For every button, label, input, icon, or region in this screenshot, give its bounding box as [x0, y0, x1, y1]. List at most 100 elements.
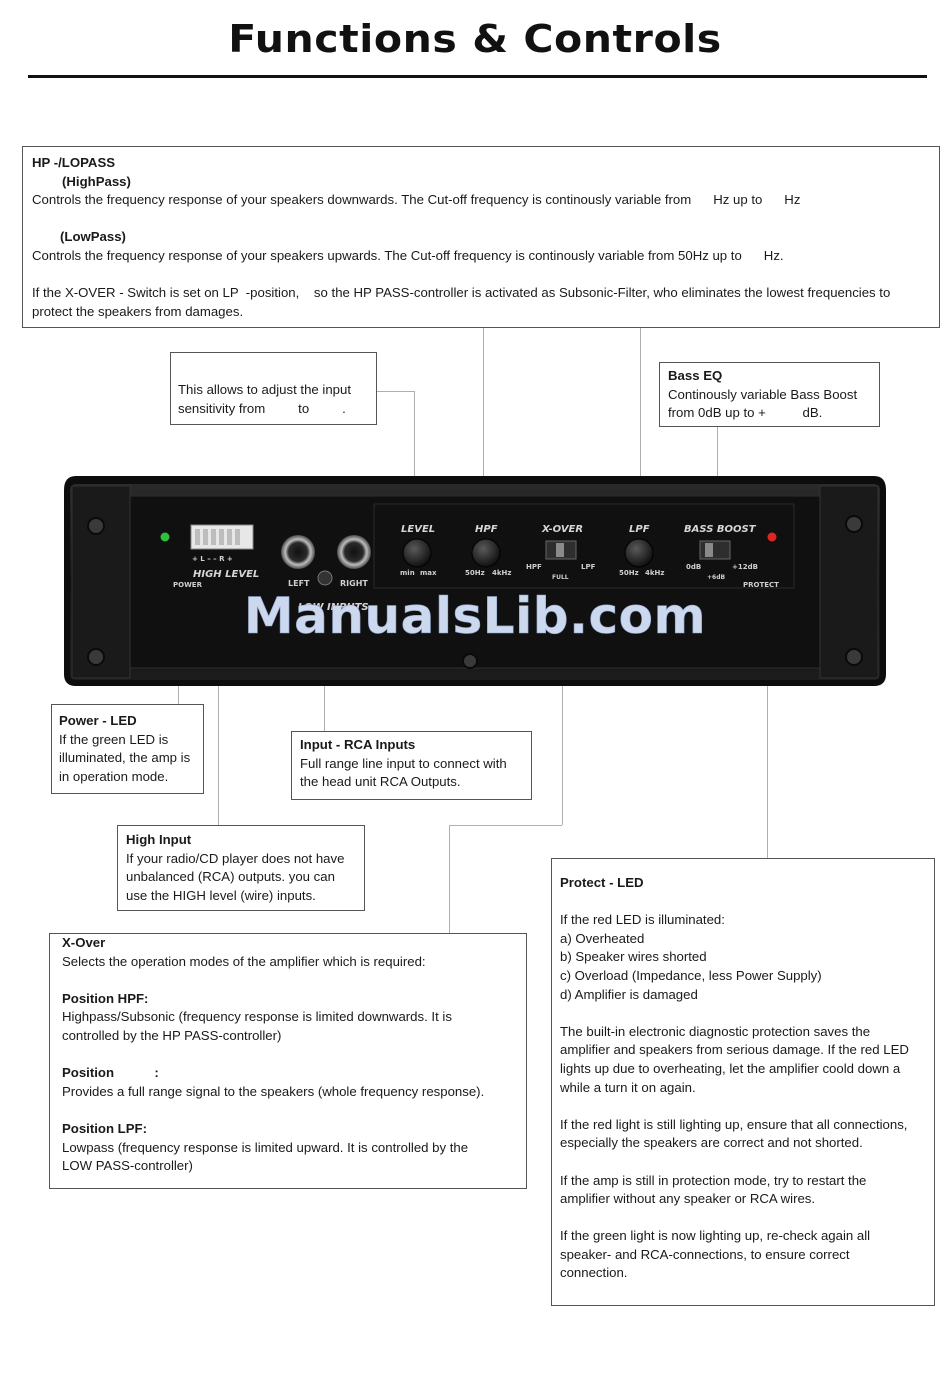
hpf-knob — [471, 538, 501, 568]
rca-left-jack — [281, 535, 315, 569]
level-box: This allows to adjust the input sensitiv… — [170, 352, 377, 425]
xover-full-heading: Position : — [62, 1065, 159, 1081]
leader-line — [324, 645, 325, 731]
screw-icon — [87, 517, 105, 535]
power-led-box: Power - LED If the green LED is illumina… — [51, 704, 204, 794]
protect-p1-line: while a turn it on again. — [560, 1079, 696, 1095]
rca-inputs-box: Input - RCA Inputs Full range line input… — [291, 731, 532, 800]
high-level-label: HIGH LEVEL — [193, 569, 259, 580]
amplifier-front-panel: POWER + L – – R + HIGH LEVEL LEFT RIGHT … — [64, 476, 886, 686]
level-line: sensitivity from to . — [178, 400, 346, 416]
xover-hpf-line: controlled by the HP PASS-controller) — [62, 1027, 282, 1043]
power-label: POWER — [173, 581, 203, 589]
protect-cause: a) Overheated — [560, 930, 645, 946]
bass-eq-heading: Bass EQ — [668, 368, 723, 383]
power-led-line: in operation mode. — [59, 768, 169, 784]
xover-lpf: LPF — [581, 563, 596, 571]
bass-eq-line: Continously variable Bass Boost — [668, 386, 858, 402]
leader-line — [218, 570, 219, 825]
xover-note-cont: protect the speakers from damages. — [32, 303, 244, 319]
protect-led-box: Protect - LED If the red LED is illumina… — [551, 858, 935, 1306]
protect-heading: Protect - LED — [560, 875, 644, 890]
bass-boost-label: BASS BOOST — [684, 524, 757, 535]
leader-line — [483, 328, 484, 518]
highpass-text: Controls the frequency response of your … — [32, 192, 801, 208]
rca-line: Full range line input to connect with — [300, 755, 507, 771]
rca-heading: Input - RCA Inputs — [300, 737, 416, 752]
screw-icon — [87, 648, 105, 666]
hpf-low: 50Hz — [465, 569, 485, 577]
lpf-high: 4kHz — [645, 569, 664, 577]
high-level-terms: + L – – R + — [192, 555, 233, 563]
leader-line — [640, 328, 641, 518]
high-input-box: High Input If your radio/CD player does … — [117, 825, 365, 911]
high-input-line: unbalanced (RCA) outputs. you can — [126, 869, 335, 885]
lowpass-heading: (LowPass) — [60, 229, 126, 245]
protect-p1-line: The built-in electronic diagnostic prote… — [560, 1023, 871, 1039]
power-led-line: illuminated, the amp is — [59, 750, 191, 766]
protect-p3-line: amplifier without any speaker or RCA wir… — [560, 1191, 816, 1207]
leader-line — [717, 426, 718, 516]
protect-label: PROTECT — [743, 581, 779, 589]
xover-box: X-Over Selects the operation modes of th… — [49, 933, 527, 1189]
level-label: LEVEL — [401, 524, 435, 535]
high-input-line: If your radio/CD player does not have — [126, 850, 345, 866]
bass-boost-0db: 0dB — [686, 563, 701, 571]
screw-icon — [845, 515, 863, 533]
xover-lpf-line: LOW PASS-controller) — [62, 1158, 193, 1174]
xover-note: If the X-OVER - Switch is set on LP -pos… — [32, 285, 891, 301]
screw-icon — [462, 653, 478, 669]
bass-boost-switch — [699, 540, 731, 560]
xover-heading: X-Over — [62, 935, 106, 950]
protect-p4-line: If the green light is now lighting up, r… — [560, 1228, 871, 1244]
power-led-line: If the green LED is — [59, 731, 169, 747]
protect-led — [767, 532, 777, 542]
bass-eq-box: Bass EQ Continously variable Bass Boost … — [659, 362, 880, 427]
protect-p4-line: connection. — [560, 1265, 628, 1281]
title-rule — [28, 75, 927, 78]
screw-icon — [845, 648, 863, 666]
watermark: ManualsLib.com — [243, 587, 707, 645]
rca-left-label: LEFT — [288, 579, 310, 588]
xover-hpf-heading: Position HPF: — [62, 990, 149, 1006]
bass-boost-6db: +6dB — [707, 574, 725, 581]
protect-cause: d) Amplifier is damaged — [560, 986, 698, 1002]
leader-line — [449, 825, 562, 826]
bass-boost-12db: +12dB — [732, 563, 758, 571]
xover-lpf-heading: Position LPF: — [62, 1120, 147, 1136]
xover-label: X-OVER — [541, 524, 583, 535]
rca-right-jack — [337, 535, 371, 569]
level-knob — [402, 538, 432, 568]
hplp-box: HP -/LOPASS (HighPass) Controls the freq… — [22, 146, 940, 328]
protect-p4-line: speaker- and RCA-connections, to ensure … — [560, 1246, 850, 1262]
protect-p1-line: amplifier and speakers from serious dama… — [560, 1042, 909, 1058]
page-title: Functions & Controls — [228, 17, 722, 61]
protect-p1-line: lights up due to overheating, let the am… — [560, 1060, 901, 1076]
low-inputs-label: LOW INPUTS — [298, 602, 369, 613]
hplp-heading: HP -/LOPASS — [32, 155, 116, 170]
ground-screw-icon — [317, 570, 333, 586]
xover-full-line: Provides a full range signal to the spea… — [62, 1083, 485, 1099]
xover-lpf-line: Lowpass (frequency response is limited u… — [62, 1139, 469, 1155]
leader-line — [562, 585, 563, 825]
hpf-label: HPF — [475, 524, 498, 535]
lpf-knob — [624, 538, 654, 568]
protect-cause: c) Overload (Impedance, less Power Suppl… — [560, 967, 822, 983]
highpass-heading: (HighPass) — [62, 173, 131, 189]
leader-line — [449, 825, 450, 933]
xover-intro: Selects the operation modes of the ampli… — [62, 953, 426, 969]
lowpass-text: Controls the frequency response of your … — [32, 247, 784, 263]
power-led — [160, 532, 170, 542]
bass-eq-line: from 0dB up to + dB. — [668, 405, 823, 421]
leader-line — [376, 391, 414, 392]
lpf-label: LPF — [629, 524, 650, 535]
protect-intro: If the red LED is illuminated: — [560, 912, 725, 928]
level-max: max — [420, 569, 437, 577]
leader-line — [767, 556, 768, 858]
xover-hpf: HPF — [526, 563, 542, 571]
protect-cause: b) Speaker wires shorted — [560, 949, 707, 965]
protect-p3-line: If the amp is still in protection mode, … — [560, 1172, 867, 1188]
leader-line — [414, 391, 415, 518]
xover-hpf-line: Highpass/Subsonic (frequency response is… — [62, 1009, 452, 1025]
rca-right-label: RIGHT — [340, 579, 368, 588]
